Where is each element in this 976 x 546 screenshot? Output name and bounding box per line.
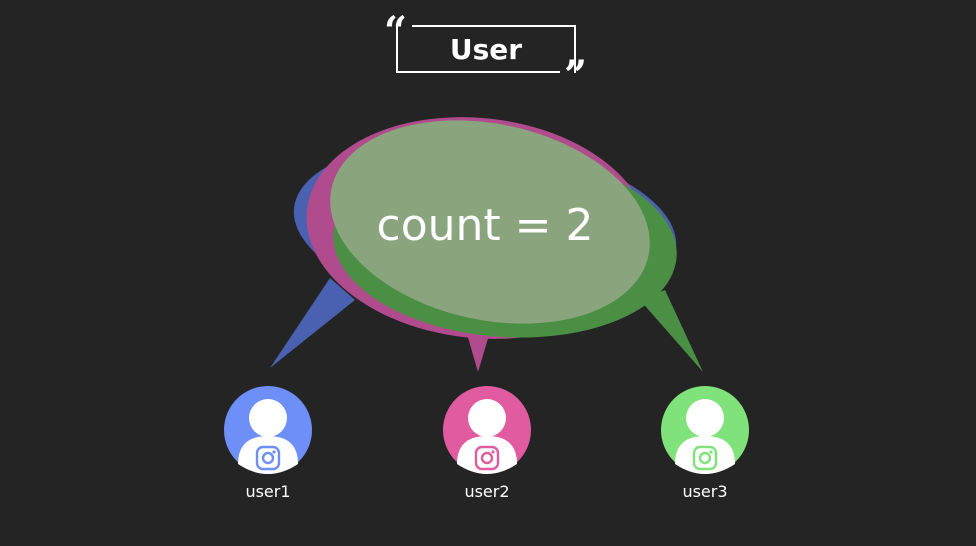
bubble-count-text: count = 2 — [376, 200, 594, 251]
instagram-icon — [255, 445, 281, 471]
avatar-user3 — [661, 386, 749, 474]
title-frame — [396, 25, 576, 73]
open-quote-icon: “ — [384, 8, 408, 55]
user-label: user3 — [682, 482, 728, 501]
avatar-user2 — [443, 386, 531, 474]
close-quote-icon: ” — [564, 52, 588, 99]
avatar-user1 — [224, 386, 312, 474]
bubble-overlap — [330, 120, 650, 324]
page-title: User — [449, 33, 523, 66]
user-label: user1 — [245, 482, 291, 501]
instagram-icon — [692, 445, 718, 471]
instagram-icon — [474, 445, 500, 471]
user-label: user2 — [464, 482, 510, 501]
